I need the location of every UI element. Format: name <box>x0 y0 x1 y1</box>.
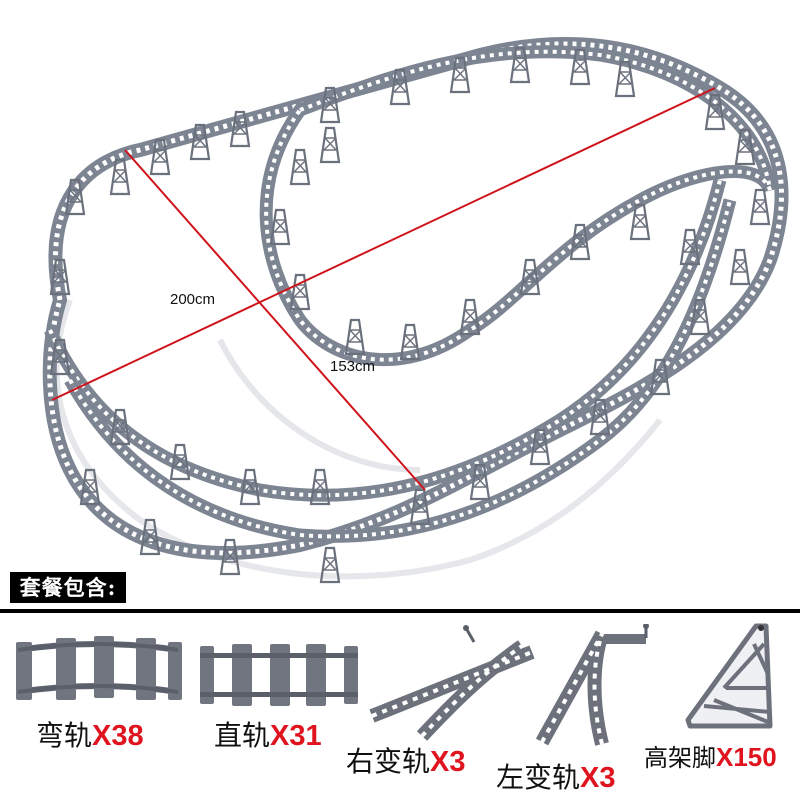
dimension-lines <box>51 87 716 491</box>
dimension-label-width: 153cm <box>330 358 376 375</box>
part-quantity: X31 <box>270 720 322 752</box>
part-label-left-switch: 左变轨X3 <box>496 756 616 796</box>
part-quantity: X3 <box>580 762 616 794</box>
part-name: 弯轨 <box>36 719 93 752</box>
curved-track-icon <box>16 636 182 700</box>
inner-track-loop <box>259 45 777 367</box>
package-contents-heading: 套餐包含: <box>10 572 126 603</box>
lower-parallel-tracks <box>44 178 737 543</box>
part-name: 高架脚 <box>644 744 716 772</box>
part-quantity: X3 <box>430 746 466 778</box>
part-name: 直轨 <box>214 719 271 752</box>
right-switch-track-icon <box>369 625 535 741</box>
section-divider <box>0 609 800 613</box>
part-name: 右变轨 <box>346 745 431 778</box>
part-quantity: X38 <box>92 720 144 752</box>
dimension-label-length: 200cm <box>170 291 216 308</box>
part-label-curved-track: 弯轨X38 <box>36 714 144 754</box>
part-label-elevated-pillar: 高架脚X150 <box>644 738 777 773</box>
part-label-right-switch: 右变轨X3 <box>346 740 466 780</box>
part-name: 左变轨 <box>496 761 581 794</box>
left-switch-track-icon <box>535 624 649 746</box>
elevated-pillar-icon <box>685 623 773 729</box>
straight-track-icon <box>200 644 358 706</box>
part-quantity: X150 <box>716 742 777 772</box>
track-layout-illustration <box>42 36 789 584</box>
shadow-layer <box>53 298 663 580</box>
part-label-straight-track: 直轨X31 <box>214 714 322 754</box>
